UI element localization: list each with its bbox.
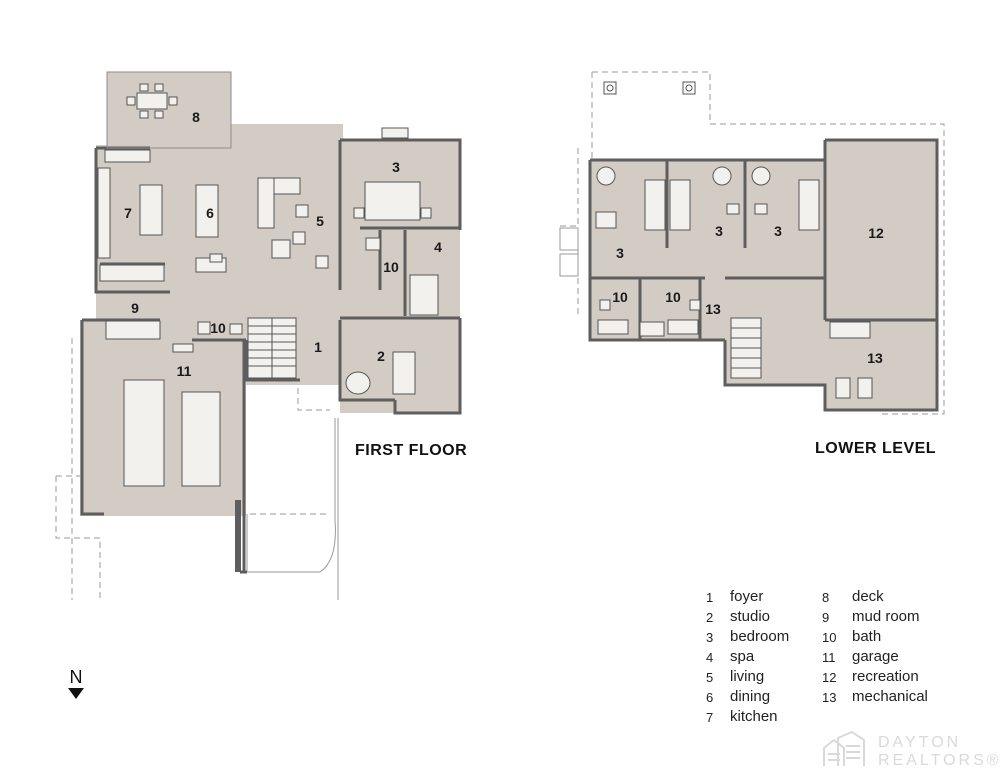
north-arrow: N [64,668,88,708]
first-floor-walls [80,138,462,574]
room-label-powder-bath: 10 [210,320,226,336]
driveway-line [246,418,336,573]
legend-label: dining [730,688,771,705]
legend-number: 6 [706,690,714,705]
room-label-bedroom-west: 3 [616,245,624,261]
legend-label: mud room [852,608,920,625]
legend-number: 7 [706,710,714,725]
first-floor-fills [80,72,460,516]
lower-level-stair [730,317,762,379]
lower-level-fills [590,140,937,410]
watermark-line-2: REALTORS® [878,752,1002,769]
legend-label: foyer [730,588,764,605]
room-label-garage: 11 [177,363,192,379]
deck-outline [106,71,232,149]
room-label-bath-west: 10 [612,289,628,305]
legend-number: 5 [706,670,714,685]
north-label: N [69,667,83,687]
first-floor-furniture [97,127,439,487]
lower-level-window-wells [559,227,579,277]
room-label-bedroom: 3 [392,159,400,175]
lower-level-plan: 3 3 3 12 10 10 13 13 [559,71,945,415]
legend-label: spa [730,648,755,665]
watermark-line-1: DAYTON [878,734,962,751]
room-label-deck: 8 [192,109,200,125]
room-label-foyer: 1 [314,339,322,355]
legend-number: 13 [822,690,837,705]
legend-label: bath [852,628,882,645]
room-label-mechanical-large: 13 [867,350,883,366]
north-arrow-icon [68,688,84,699]
legend-number: 4 [706,650,714,665]
dayton-realtors-watermark: DAYTON REALTORS® [820,730,1006,774]
legend-label: deck [852,588,884,605]
legend-label [852,708,962,725]
room-legend: 1 foyer 8 deck 2 studio 9 mud room 3 bed… [706,588,962,725]
first-floor-stair [247,317,297,379]
legend-number: 9 [822,610,830,625]
legend-number: 11 [822,650,836,665]
room-label-mechanical-small: 13 [705,301,721,317]
lower-level-furniture [595,166,873,399]
room-label-mud-room: 9 [131,300,139,316]
legend-label: mechanical [852,688,928,705]
room-label-recreation: 12 [868,225,884,241]
first-floor-plan: 8 7 6 5 3 10 4 9 10 1 2 11 [55,71,462,600]
legend-number: 10 [822,630,837,645]
building-logo-icon [823,730,865,766]
room-label-dining: 6 [206,205,214,221]
legend-number [822,708,852,725]
room-label-living: 5 [316,213,324,229]
legend-label: studio [730,608,771,625]
deck-table [126,83,178,119]
room-label-kitchen: 7 [124,205,132,221]
room-label-bath-east: 10 [665,289,681,305]
first-floor-heading: FIRST FLOOR [355,442,468,459]
room-label-studio: 2 [377,348,385,364]
legend-label: living [730,668,765,685]
legend-number: 1 [706,590,714,605]
lower-level-heading: LOWER LEVEL [815,440,937,457]
legend-number: 2 [706,610,714,625]
legend-number: 12 [822,670,837,685]
room-label-spa: 4 [434,239,442,255]
room-label-bedroom-east: 3 [774,223,782,239]
room-label-bath-suite: 10 [383,259,399,275]
lower-level-walls [588,138,939,412]
legend-number: 8 [822,590,830,605]
legend-label: recreation [852,668,919,685]
legend-number: 3 [706,630,714,645]
room-label-bedroom-middle: 3 [715,223,723,239]
lower-level-skylights [603,81,696,95]
first-floor-site-lines [55,338,330,600]
legend-label: bedroom [730,628,790,645]
legend-label: kitchen [730,708,778,725]
legend-label: garage [852,648,899,665]
